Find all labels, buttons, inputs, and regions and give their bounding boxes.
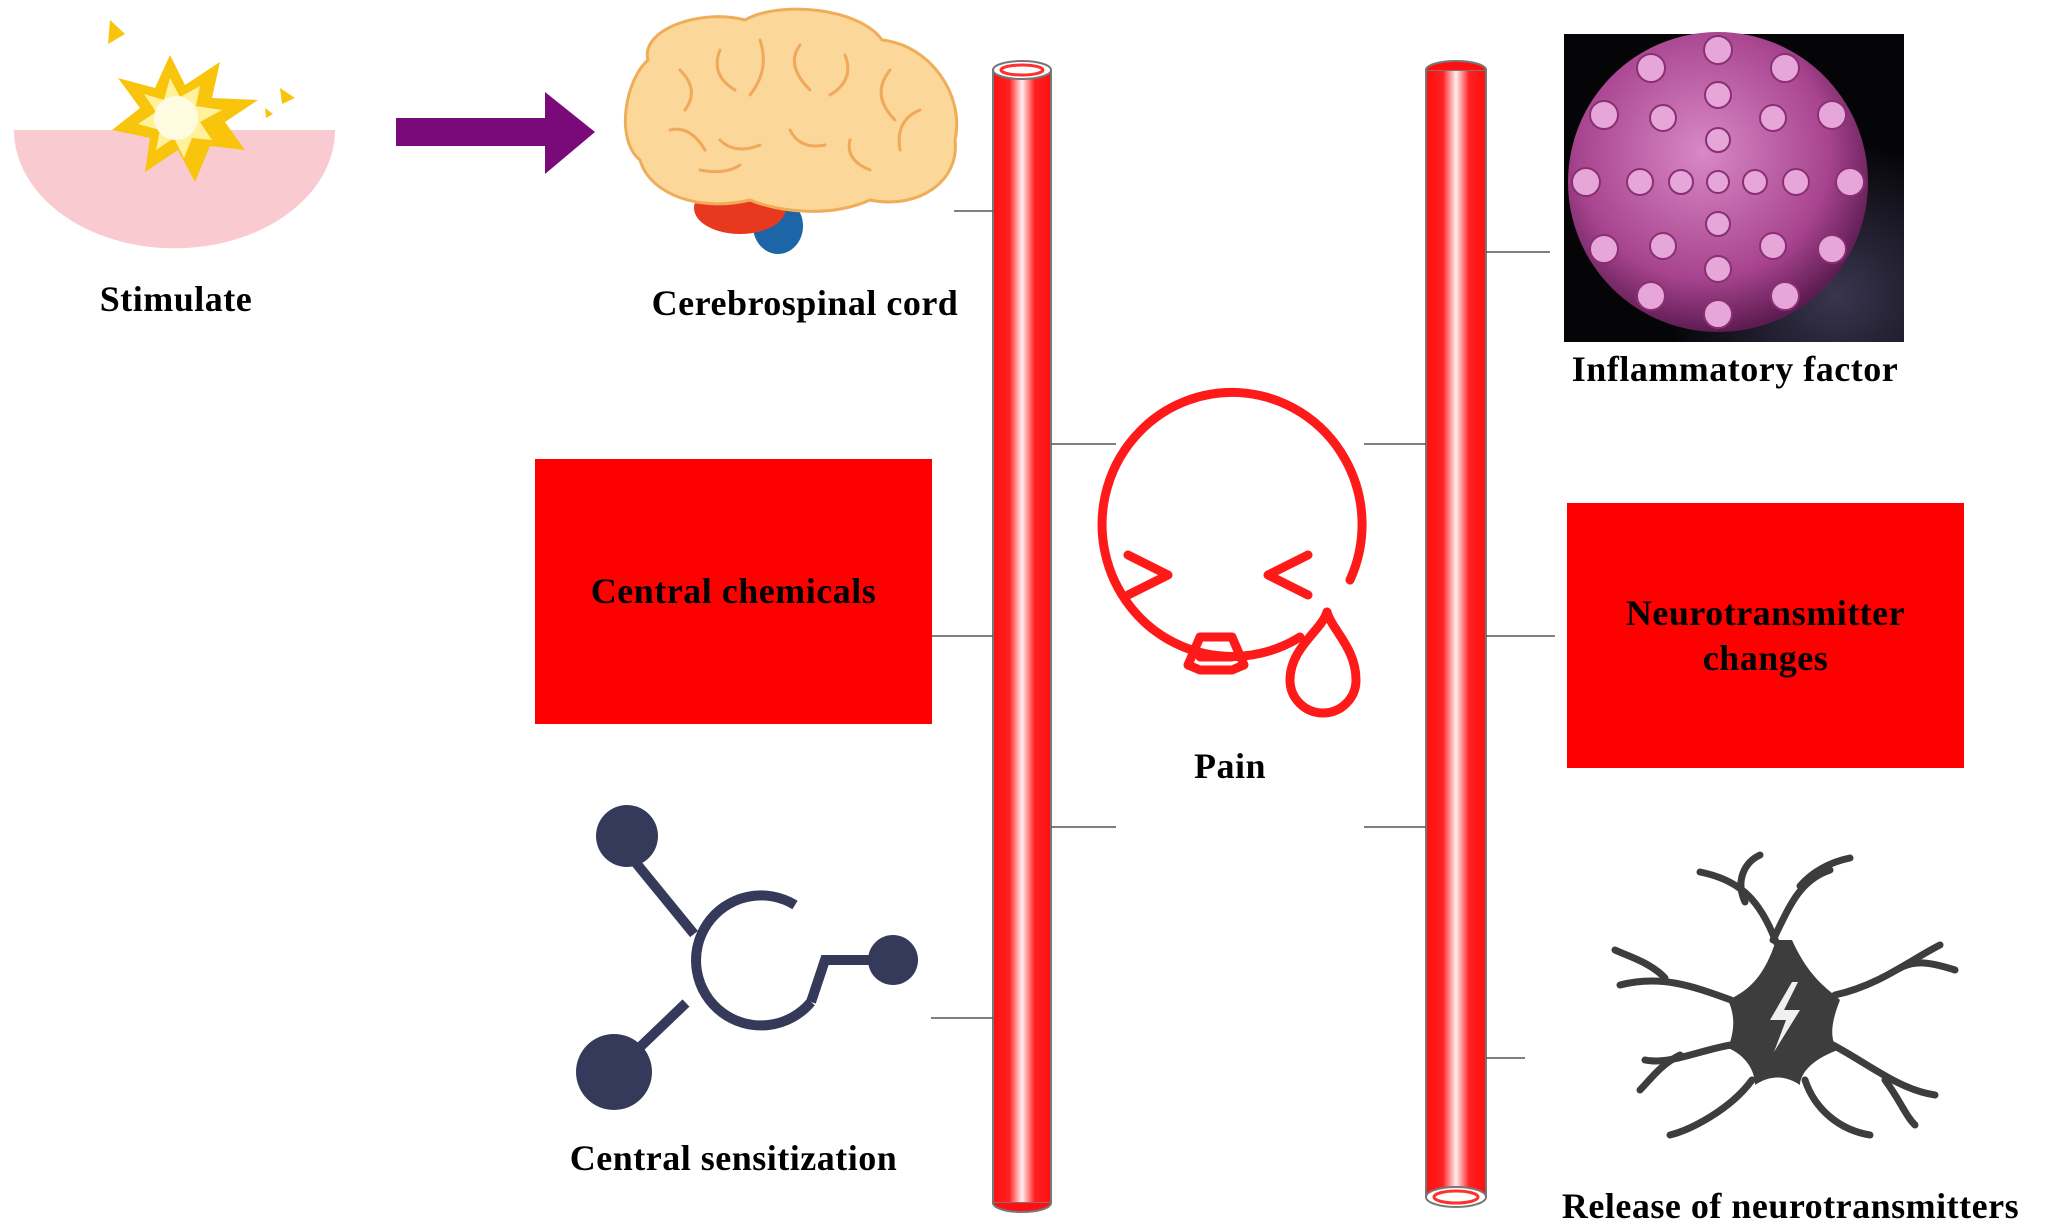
explosion-icon (14, 20, 335, 249)
central-sensitization-label: Central sensitization (569, 1138, 898, 1178)
virus-icon (1564, 32, 1904, 342)
central-chemicals-box: Central chemicals (535, 459, 932, 724)
brain-icon (623, 7, 959, 254)
connector-lines (931, 210, 1555, 1059)
right-arrow-icon (396, 92, 595, 174)
stimulate-label: Stimulate (99, 279, 253, 319)
inflammatory-factor-label: Inflammatory factor (1571, 349, 1899, 389)
left-tube (992, 60, 1052, 1213)
release-of-neurotransmitters-label: Release of neurotransmitters (1561, 1186, 2020, 1226)
molecule-icon (576, 805, 918, 1110)
central-chemicals-label: Central chemicals (590, 571, 877, 611)
neurotransmitter-changes-line2: changes (1702, 637, 1829, 678)
virus-spikes (1571, 35, 1865, 329)
crying-face-icon (1097, 387, 1367, 718)
neurotransmitter-changes-line1: Neurotransmitter (1625, 592, 1906, 633)
cerebrospinal-cord-label: Cerebrospinal cord (651, 283, 959, 323)
pain-label: Pain (1193, 746, 1266, 786)
right-tube (1425, 60, 1487, 1208)
neuron-icon (1611, 851, 1959, 1139)
